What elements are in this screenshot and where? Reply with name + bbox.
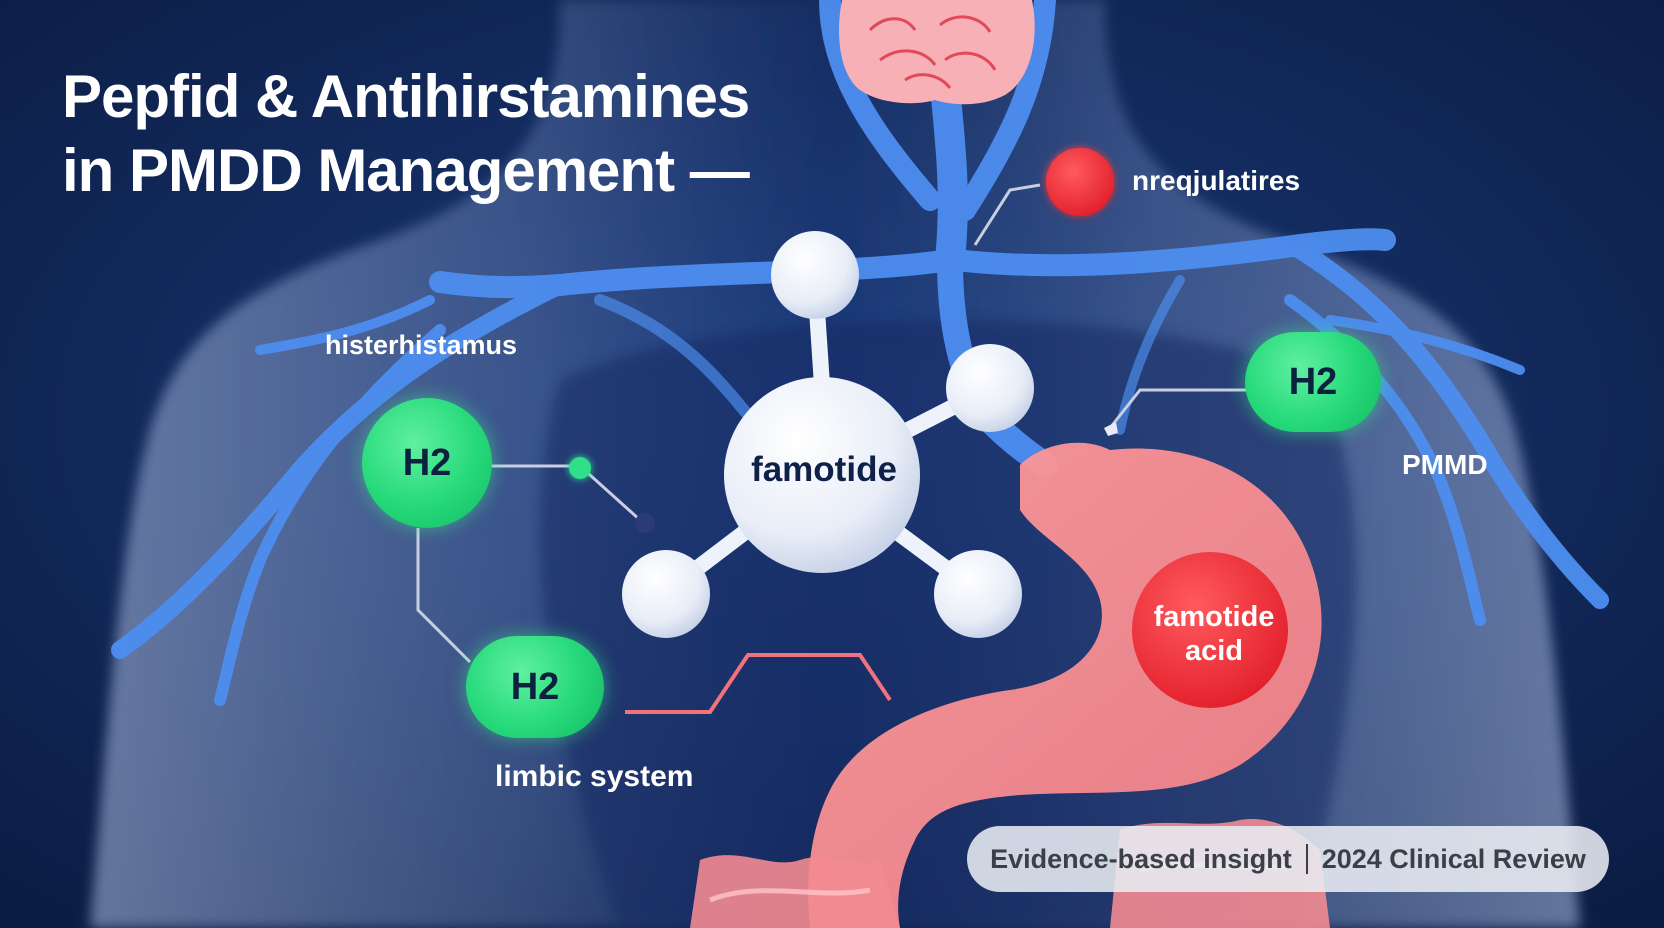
acid-label-line-1: famotide bbox=[1153, 601, 1275, 633]
connector-dot-navy bbox=[635, 513, 655, 533]
label-bottom-left: limbic system bbox=[495, 760, 694, 793]
h2-receptor-left-label: H2 bbox=[402, 441, 452, 484]
footer-right-text: 2024 Clinical Review bbox=[1321, 843, 1586, 874]
blood-vessels bbox=[111, 0, 1609, 706]
acid-circle bbox=[1132, 552, 1288, 708]
title-line-1: Pepfid & Antihirstamines bbox=[62, 63, 750, 130]
brain-illustration bbox=[839, 0, 1035, 105]
footer-left-text: Evidence-based insight bbox=[990, 843, 1292, 874]
h2-receptor-lower-left-label: H2 bbox=[510, 665, 560, 708]
acid-label: famotide acid bbox=[1134, 600, 1294, 668]
footer-badge: Evidence-based insight 2024 Clinical Rev… bbox=[967, 826, 1609, 892]
footer-separator bbox=[1305, 844, 1308, 874]
h2-receptor-left: H2 bbox=[362, 398, 492, 528]
molecule-atom-lower-right bbox=[934, 550, 1022, 638]
molecule-label: famotide bbox=[751, 450, 897, 489]
molecule-atom-lower-left bbox=[622, 550, 710, 638]
connector-end-marker bbox=[1104, 422, 1118, 436]
red-indicator-dot bbox=[1046, 148, 1114, 216]
molecule-core bbox=[724, 377, 920, 573]
acid-label-line-2: acid bbox=[1184, 635, 1244, 667]
molecule-atom-top bbox=[771, 231, 859, 319]
label-right: PMMD bbox=[1402, 449, 1488, 480]
famotide-molecule bbox=[622, 231, 1034, 638]
red-pulse-line bbox=[625, 653, 892, 714]
page-title: Pepfid & Antihirstamines in PMDD Managem… bbox=[62, 60, 750, 208]
h2-receptor-right-label: H2 bbox=[1288, 360, 1338, 403]
title-line-2: in PMDD Management — bbox=[62, 137, 750, 204]
label-top-right: nreqjulatires bbox=[1132, 165, 1301, 196]
h2-receptor-right: H2 bbox=[1245, 332, 1381, 432]
label-left: histerhistamus bbox=[325, 330, 518, 360]
h2-receptor-lower-left: H2 bbox=[466, 636, 604, 738]
molecule-atom-right bbox=[946, 344, 1034, 432]
connector-dot-green bbox=[569, 457, 591, 479]
